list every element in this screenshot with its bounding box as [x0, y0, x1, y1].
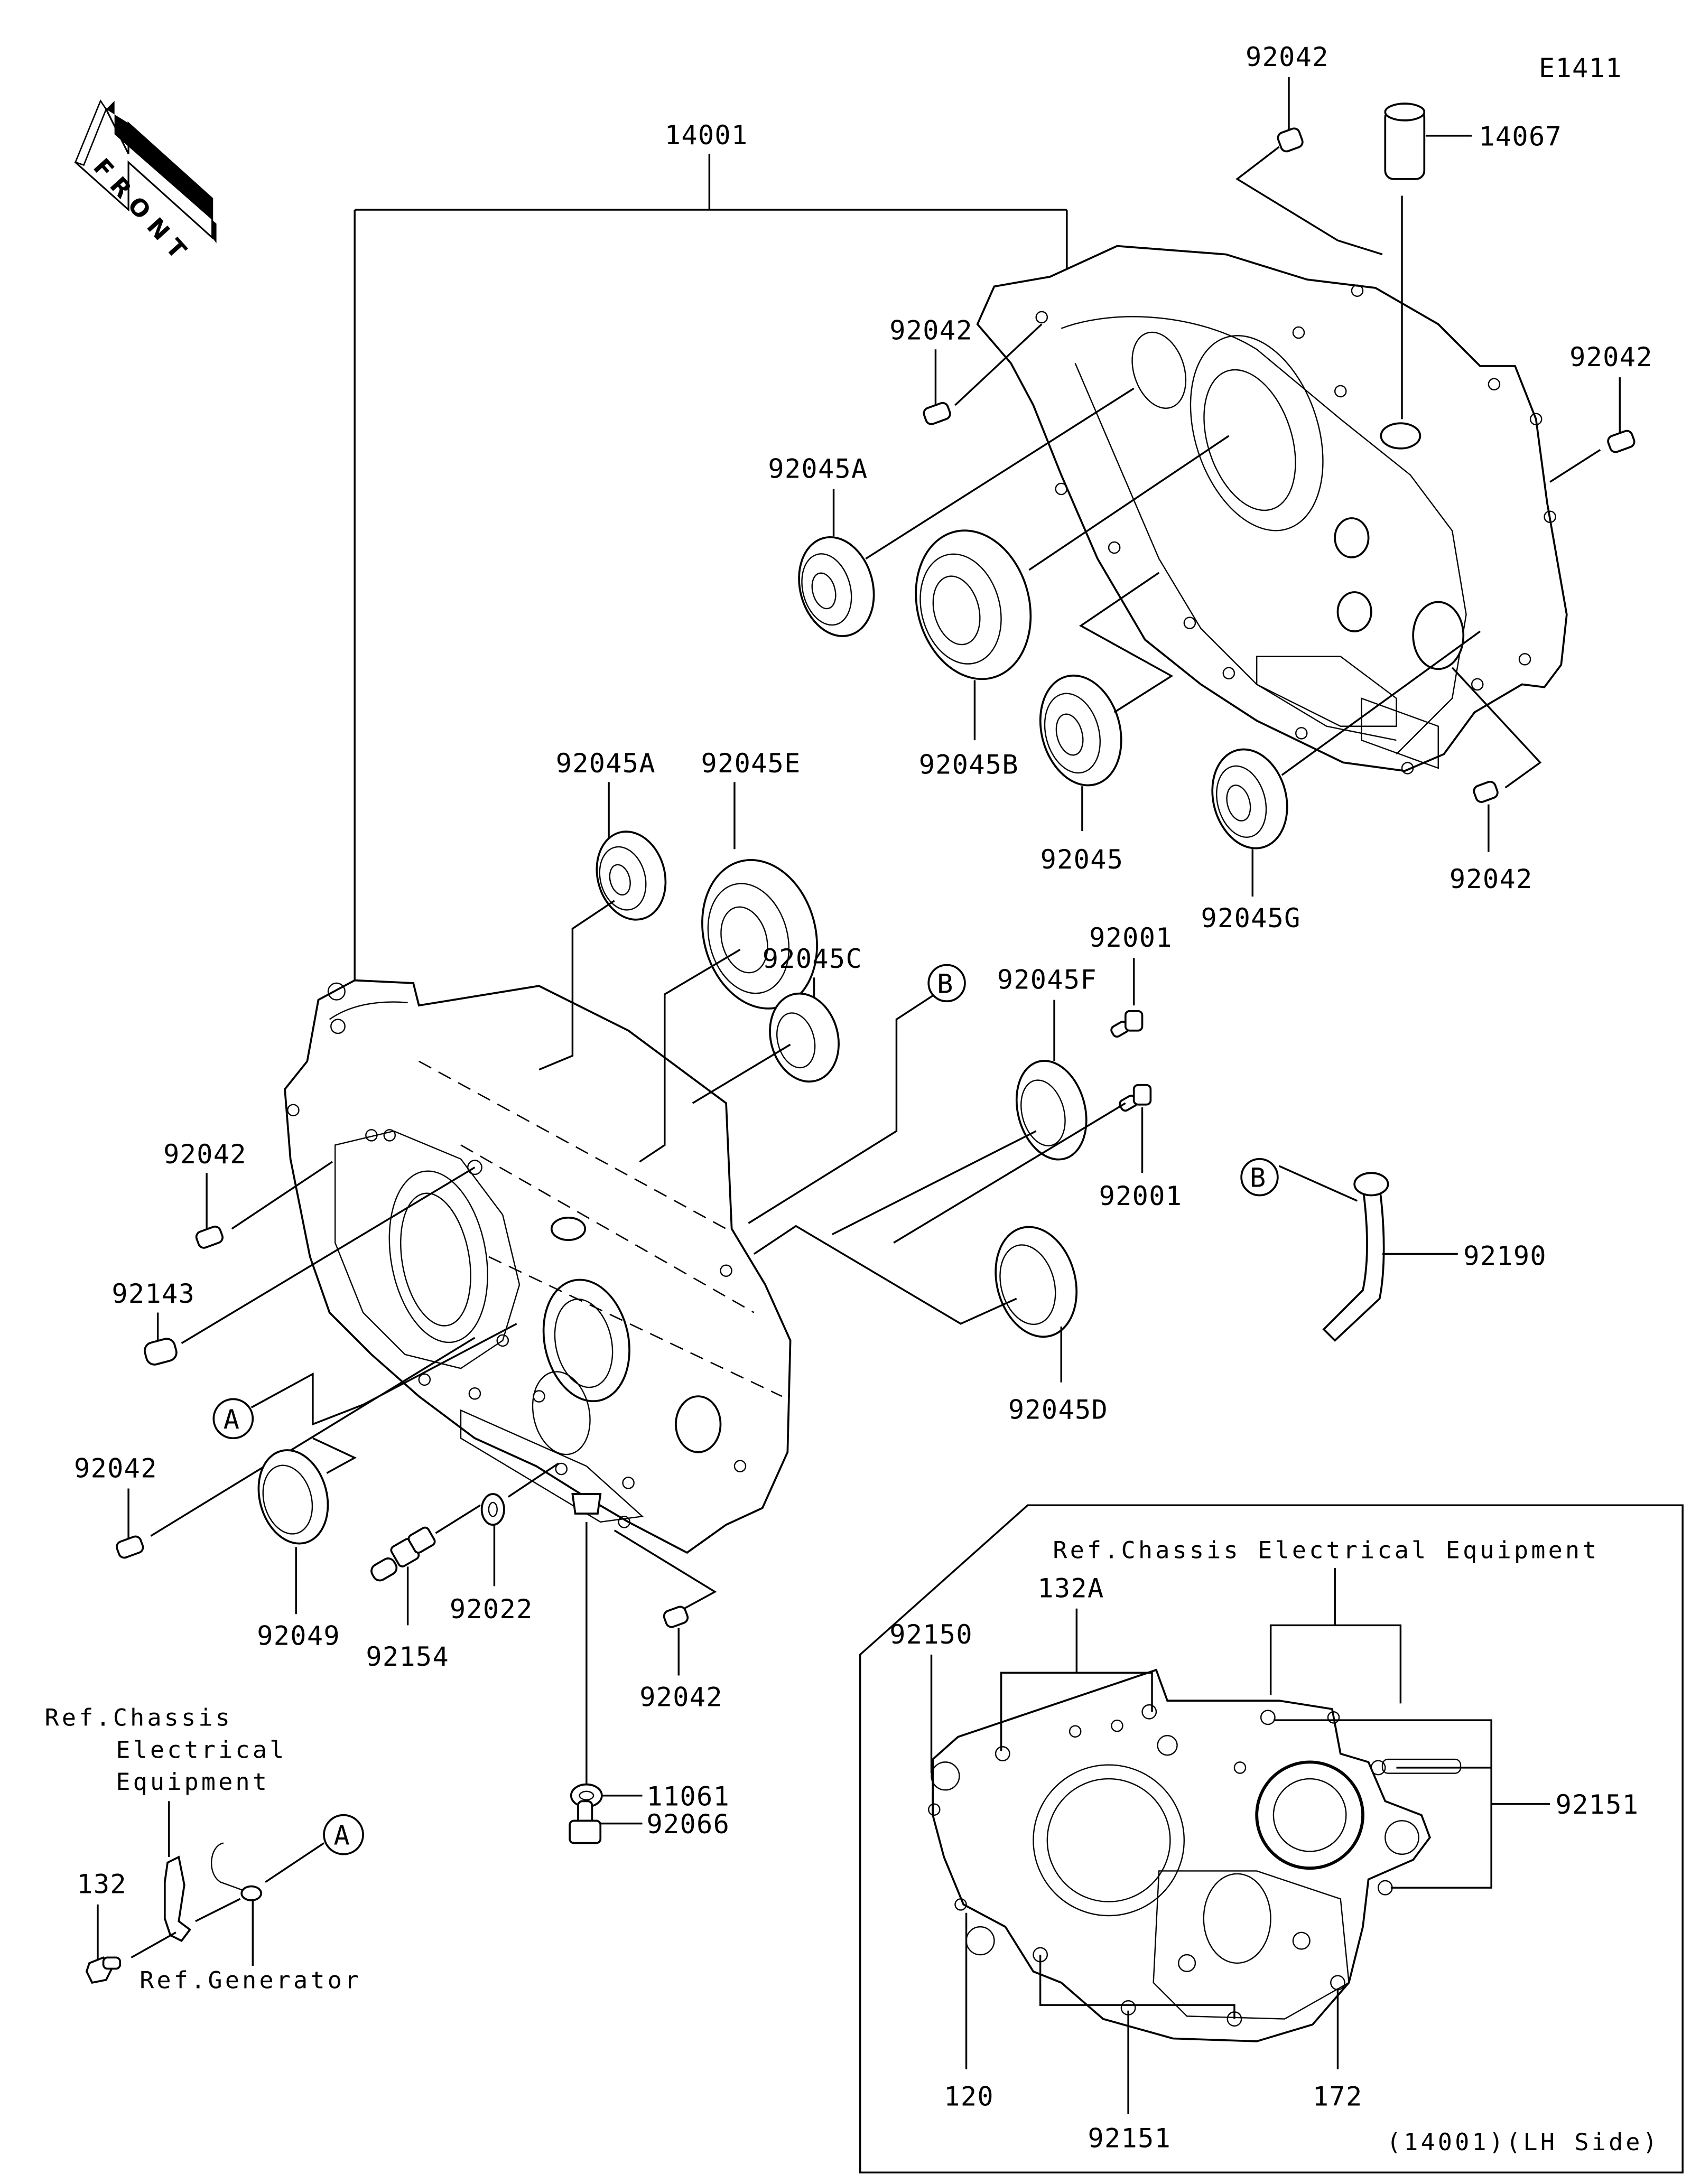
label-92042-top[interactable]: 92042: [1246, 41, 1329, 72]
dowel-pin-92042-top: 92042: [1235, 41, 1383, 256]
bushing-92143: 92143: [112, 1166, 476, 1366]
dowel-pin-92042-right: 92042: [1549, 341, 1653, 483]
label-92045E[interactable]: 92045E: [701, 748, 801, 779]
crankcase-right-half: [976, 245, 1568, 774]
inset-lh-side: Ref.Chassis Electrical Equipment 92150 1…: [859, 1504, 1684, 2173]
ref-generator[interactable]: Ref.Generator: [140, 1966, 361, 1994]
label-92045A-lower[interactable]: 92045A: [556, 748, 656, 779]
crankcase-left-half: [284, 979, 792, 1554]
bearing-92045C: 92045C: [692, 943, 862, 1104]
inset-caption: (14001)(LH Side): [1387, 2128, 1660, 2156]
label-92066[interactable]: 92066: [646, 1808, 730, 1840]
label-92001-top[interactable]: 92001: [1089, 922, 1173, 953]
label-14067[interactable]: 14067: [1479, 120, 1562, 152]
bearing-92045A-upper: 92045A: [768, 387, 1135, 637]
inset-label-92151-bottom[interactable]: 92151: [1088, 2123, 1171, 2154]
bearing-92045: 92045: [1039, 572, 1174, 875]
label-92042-upper-mid[interactable]: 92042: [889, 315, 973, 346]
bolt-132: 132: [77, 1869, 127, 1984]
dowel-pin-92042-right-low: 92042: [1450, 667, 1542, 894]
dowel-pin-92042-left: 92042: [163, 1138, 333, 1249]
callout-b-left-letter: B: [937, 968, 954, 999]
inset-label-92151-right[interactable]: 92151: [1556, 1789, 1639, 1820]
label-92042-left-low[interactable]: 92042: [74, 1452, 157, 1483]
label-92045D[interactable]: 92045D: [1008, 1394, 1108, 1425]
callout-a-left-letter: A: [224, 1404, 240, 1435]
ref-chassis-line3[interactable]: Equipment: [116, 1768, 270, 1796]
label-92154[interactable]: 92154: [366, 1641, 449, 1672]
dowel-pin-92042-upper-mid: 92042: [889, 315, 1043, 425]
label-92143[interactable]: 92143: [112, 1278, 195, 1309]
oil-seal-92049: 92049: [257, 1437, 357, 1651]
label-92045F[interactable]: 92045F: [997, 964, 1097, 995]
dowel-pin-92042-left-low: 92042: [74, 1337, 476, 1559]
label-92045G[interactable]: 92045G: [1201, 902, 1301, 934]
dowel-pin-92042-bottom: 92042: [614, 1529, 723, 1713]
inset-ref-chassis[interactable]: Ref.Chassis Electrical Equipment: [1053, 1536, 1599, 1564]
sleeve-14067: 14067: [1384, 102, 1562, 419]
drain-bolt-92066: 92066: [569, 1800, 730, 1844]
callout-a-right-letter: A: [334, 1819, 351, 1851]
label-92045A-upper[interactable]: 92045A: [768, 453, 868, 484]
label-132[interactable]: 132: [77, 1869, 127, 1900]
callout-b-right-letter: B: [1250, 1162, 1267, 1193]
label-92045[interactable]: 92045: [1040, 844, 1124, 875]
switch-92154: 92154: [366, 1504, 481, 1672]
bearing-92045F: 92045F: [832, 964, 1097, 1236]
label-92190[interactable]: 92190: [1463, 1240, 1547, 1272]
gasket-11061: 11061: [570, 1522, 730, 1812]
bolt-92001-top: 92001: [1089, 922, 1173, 1038]
label-92045B[interactable]: 92045B: [919, 749, 1019, 780]
bearing-92045G: 92045G: [1201, 630, 1481, 934]
ref-chassis-line1[interactable]: Ref.Chassis: [45, 1704, 233, 1732]
label-92001-bottom[interactable]: 92001: [1099, 1180, 1183, 1211]
bearing-92045E: 92045E: [639, 748, 818, 1163]
bearing-92045D: 92045D: [753, 1225, 1108, 1425]
label-92042-bottom[interactable]: 92042: [639, 1682, 723, 1713]
inset-label-132A[interactable]: 132A: [1037, 1573, 1104, 1604]
label-92045C[interactable]: 92045C: [763, 943, 862, 974]
bearing-92045B: 92045B: [915, 435, 1230, 780]
leader-14001: 14001: [354, 119, 1068, 1037]
ref-chassis-line2[interactable]: Electrical: [116, 1735, 286, 1763]
label-92042-right[interactable]: 92042: [1569, 341, 1653, 372]
inset-label-172[interactable]: 172: [1313, 2080, 1363, 2112]
inset-label-92150[interactable]: 92150: [889, 1619, 973, 1650]
callout-a-left: A: [212, 1323, 517, 1440]
inset-label-120[interactable]: 120: [944, 2080, 994, 2112]
ground-wiring-group: Ref.Chassis Electrical Equipment Ref.Gen…: [45, 1704, 364, 1994]
label-92022[interactable]: 92022: [450, 1593, 533, 1625]
callout-b-left: B: [748, 964, 966, 1224]
hose-92190: 92190 B: [1240, 1158, 1547, 1342]
diagram-code: E1411: [1539, 52, 1622, 83]
label-92049[interactable]: 92049: [257, 1620, 340, 1651]
bolt-92001-bottom: 92001: [893, 1084, 1183, 1244]
label-11061[interactable]: 11061: [646, 1780, 730, 1812]
front-arrow-icon: FRONT: [74, 99, 217, 270]
label-14001[interactable]: 14001: [665, 119, 748, 151]
washer-92022: 92022: [450, 1462, 559, 1625]
label-92042-left[interactable]: 92042: [163, 1138, 247, 1170]
label-92042-right-low[interactable]: 92042: [1450, 863, 1533, 894]
bearing-92045A-lower: 92045A: [538, 748, 667, 1071]
